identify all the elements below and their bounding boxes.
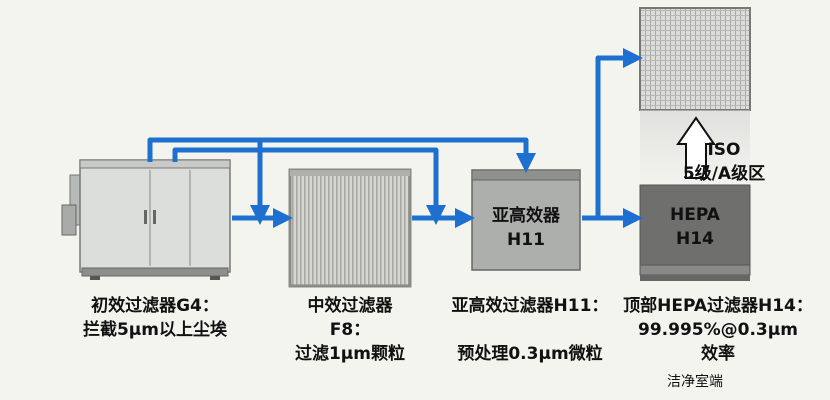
h11-caption-line1: 亚高效过滤器H11： <box>451 296 609 316</box>
hepa-box-label-line2: H14 <box>676 229 714 249</box>
h11-caption-line2: 预处理0.3μm微粒 <box>457 344 603 364</box>
iso-label-line1: ISO <box>707 140 741 160</box>
g4-caption: 初效过滤器G4： 拦截5μm以上尘埃 <box>60 294 250 342</box>
h11-caption: 亚高效过滤器H11： 预处理0.3μm微粒 <box>440 294 620 366</box>
cleanroom-end-text: 洁净室端 <box>667 374 723 390</box>
h11-box-label-line2: H11 <box>507 230 545 250</box>
hepa-caption: 顶部HEPA过滤器H14： 99.995%@0.3μm 效率 <box>612 294 824 366</box>
hepa-caption-line3: 效率 <box>701 344 735 364</box>
up-arrow-icon <box>676 116 716 179</box>
g4-caption-line1: 初效过滤器G4： <box>91 296 219 316</box>
f8-caption: 中效过滤器 F8： 过滤1μm颗粒 <box>270 294 430 366</box>
f8-filter-panel <box>288 168 412 288</box>
hepa-box-label: HEPA H14 <box>640 203 750 251</box>
h11-box-label: 亚高效器 H11 <box>472 204 580 252</box>
hepa-box-label-line1: HEPA <box>670 205 720 225</box>
h11-filter-box <box>471 169 581 271</box>
iso-label-line2: 5级/A级区 <box>682 164 766 184</box>
air-ducts <box>147 48 644 228</box>
iso-class-label: ISO 5级/A级区 <box>664 138 784 186</box>
h11-box-label-line1: 亚高效器 <box>492 206 560 226</box>
f8-caption-line3: 过滤1μm颗粒 <box>294 344 406 364</box>
cleanroom-end-label: 洁净室端 <box>640 370 750 394</box>
hepa-caption-line1: 顶部HEPA过滤器H14： <box>623 296 813 316</box>
hepa-caption-line2: 99.995%@0.3μm <box>638 320 798 340</box>
f8-caption-line2: F8： <box>329 320 371 340</box>
g4-filter-cabinet <box>61 159 231 280</box>
g4-caption-line2: 拦截5μm以上尘埃 <box>82 320 228 340</box>
f8-caption-line1: 中效过滤器 <box>307 296 393 316</box>
